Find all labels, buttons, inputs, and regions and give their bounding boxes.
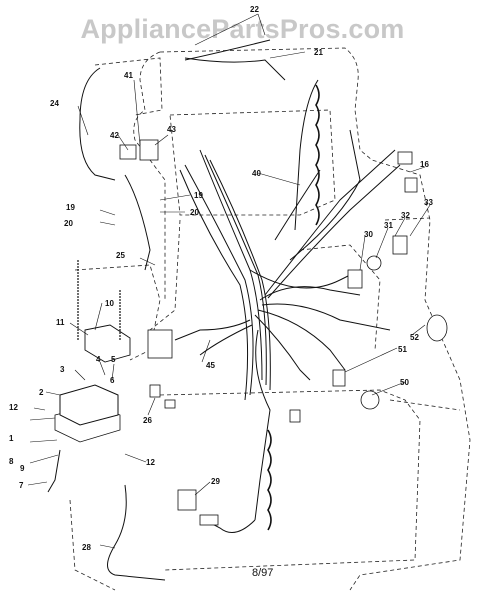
callout-41: 41 xyxy=(124,71,133,80)
callout-8: 8 xyxy=(9,457,14,466)
callout-52: 52 xyxy=(410,333,419,342)
callout-25: 25 xyxy=(116,251,125,260)
components xyxy=(119,139,448,526)
callout-10: 10 xyxy=(105,299,114,308)
callout-16: 16 xyxy=(420,160,429,169)
leader-lines xyxy=(27,13,431,549)
callout-4: 4 xyxy=(96,355,101,364)
battery-assembly xyxy=(54,260,131,443)
callout-5: 5 xyxy=(111,355,116,364)
callout-42: 42 xyxy=(110,131,119,140)
wire-coils xyxy=(267,84,320,531)
callout-22: 22 xyxy=(250,5,259,14)
callout-12b: 12 xyxy=(146,458,155,467)
callout-3: 3 xyxy=(60,365,65,374)
callout-28: 28 xyxy=(82,543,91,552)
callout-11: 11 xyxy=(56,318,65,327)
callout-9: 9 xyxy=(20,464,25,473)
callout-43: 43 xyxy=(167,125,176,134)
callout-2: 2 xyxy=(39,388,44,397)
callout-12a: 12 xyxy=(9,403,18,412)
callout-7: 7 xyxy=(19,481,24,490)
callout-45: 45 xyxy=(206,361,215,370)
wire-harness xyxy=(174,39,401,533)
watermark: AppliancePartsPros.com xyxy=(80,14,405,44)
callout-24: 24 xyxy=(50,99,59,108)
callout-19b: 19 xyxy=(66,203,75,212)
callout-labels: 22 21 41 24 42 43 40 16 19 20 19 20 33 3… xyxy=(9,5,433,552)
callout-40: 40 xyxy=(252,169,261,178)
date-code: 8/97 xyxy=(252,567,273,579)
tractor-outline xyxy=(69,47,471,591)
callout-51: 51 xyxy=(398,345,407,354)
callout-21: 21 xyxy=(314,48,323,57)
callout-19a: 19 xyxy=(194,191,203,200)
callout-30: 30 xyxy=(364,230,373,239)
callout-6: 6 xyxy=(110,376,115,385)
callout-20b: 20 xyxy=(64,219,73,228)
callout-33: 33 xyxy=(424,198,433,207)
callout-29: 29 xyxy=(211,477,220,486)
callout-50: 50 xyxy=(400,378,409,387)
callout-31: 31 xyxy=(384,221,393,230)
ground-and-battery-cables xyxy=(47,67,166,581)
callout-32: 32 xyxy=(401,211,410,220)
callout-20a: 20 xyxy=(190,208,199,217)
callout-26: 26 xyxy=(143,416,152,425)
callout-1: 1 xyxy=(9,434,14,443)
